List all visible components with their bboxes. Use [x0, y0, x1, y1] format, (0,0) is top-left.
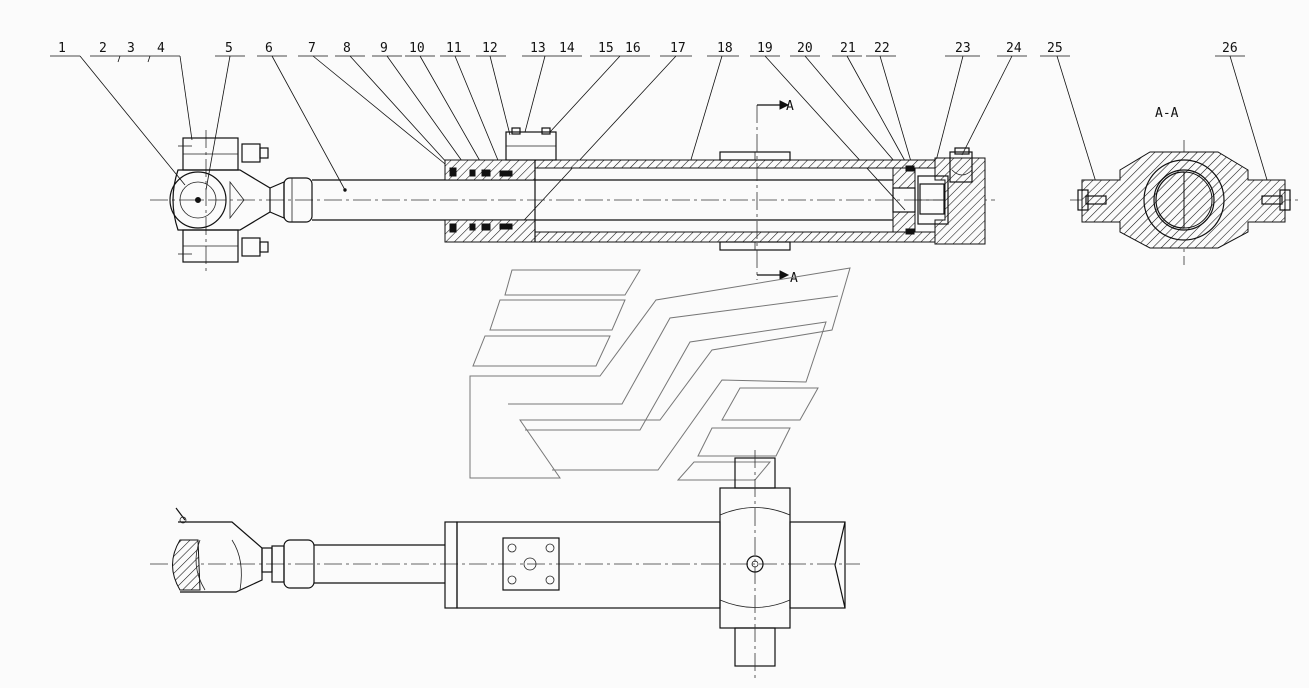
- callout-9: 9: [380, 41, 388, 56]
- callout-21: 21: [840, 41, 856, 56]
- callout-15: 15: [598, 41, 614, 56]
- callout-7: 7: [308, 41, 316, 56]
- cut-label-top: A: [786, 99, 794, 114]
- callout-17: 17: [670, 41, 686, 56]
- cylinder-section: A A: [444, 99, 986, 286]
- callout-3: 3: [127, 41, 135, 56]
- callout-19: 19: [757, 41, 773, 56]
- callout-23: 23: [955, 41, 971, 56]
- callout-13: 13: [530, 41, 546, 56]
- callout-1: 1: [58, 41, 66, 56]
- section-a-a: A-A: [1070, 106, 1300, 265]
- callout-labels: 1 2 3 4 5 6 7 8 9 10 11 12 13 14 15 16 1…: [58, 41, 1238, 56]
- bottom-view: [150, 450, 860, 680]
- callout-24: 24: [1006, 41, 1022, 56]
- callout-25: 25: [1047, 41, 1063, 56]
- callout-20: 20: [797, 41, 813, 56]
- piston-rod: [312, 179, 895, 221]
- callout-14: 14: [559, 41, 575, 56]
- callout-2: 2: [99, 41, 107, 56]
- callout-22: 22: [874, 41, 890, 56]
- callout-18: 18: [717, 41, 733, 56]
- rod-end-eye: [150, 130, 995, 275]
- callout-12: 12: [482, 41, 498, 56]
- section-view-title: A-A: [1155, 106, 1179, 121]
- callout-5: 5: [225, 41, 233, 56]
- callout-8: 8: [343, 41, 351, 56]
- callout-10: 10: [409, 41, 425, 56]
- callout-26: 26: [1222, 41, 1238, 56]
- callout-4: 4: [157, 41, 165, 56]
- callout-6: 6: [265, 41, 273, 56]
- cut-label-bottom: A: [790, 271, 798, 286]
- callout-11: 11: [446, 41, 462, 56]
- watermark-logo: [469, 267, 851, 481]
- callout-16: 16: [625, 41, 641, 56]
